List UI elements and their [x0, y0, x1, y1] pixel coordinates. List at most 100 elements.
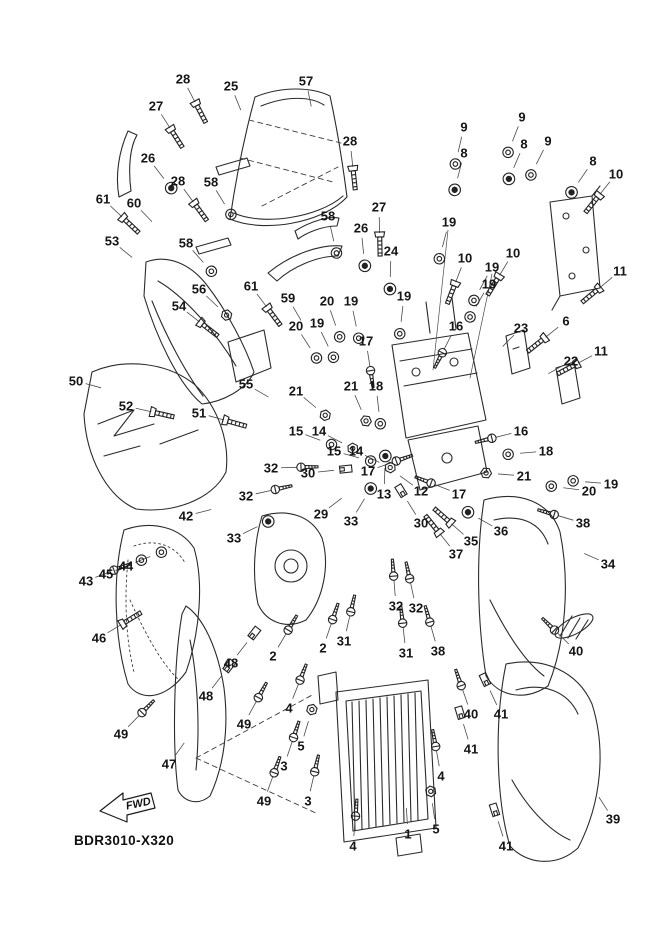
bolt-icon: [221, 414, 249, 432]
leader-line: [430, 625, 436, 642]
leader-line: [303, 720, 309, 737]
leader-line: [292, 683, 299, 699]
screw-icon: [296, 462, 319, 473]
nut-icon: [317, 407, 333, 423]
construction-lines: [195, 693, 319, 815]
leader-line: [478, 517, 493, 527]
washer-icon: [501, 448, 515, 461]
leader-line: [317, 469, 334, 473]
grommet-icon: [459, 503, 477, 521]
front-cowl: [83, 363, 228, 511]
leader-line: [277, 633, 287, 648]
leader-line: [320, 331, 329, 347]
trim-strip-1: [215, 157, 251, 176]
leader-line: [119, 247, 133, 258]
upper-cowl: [143, 258, 255, 405]
leader-line: [234, 95, 242, 111]
leader-line: [267, 776, 274, 792]
leader-line: [254, 388, 269, 398]
bolt-icon: [195, 316, 222, 341]
washer-icon: [500, 145, 516, 160]
screw-icon: [390, 450, 415, 467]
leader-line: [192, 250, 204, 263]
leader-line: [498, 473, 515, 476]
parts-layer: [83, 88, 601, 862]
leader-line: [208, 415, 225, 421]
leader-line: [557, 515, 574, 521]
leader-line: [599, 277, 613, 288]
washer-icon: [325, 349, 341, 365]
bolt-icon: [148, 406, 176, 423]
leader-line: [499, 261, 509, 276]
leader-line: [393, 580, 396, 597]
leader-line: [410, 582, 415, 599]
leader-line: [455, 267, 462, 283]
windshield-inner-line: [233, 97, 344, 220]
washer-icon: [393, 327, 407, 341]
leader-line: [329, 310, 337, 326]
grommet-icon: [362, 480, 380, 498]
screw-icon: [473, 432, 498, 448]
diagram-code: BDR3010-X320: [74, 833, 175, 848]
screw-icon: [287, 719, 304, 744]
bolt-icon: [189, 98, 211, 126]
bolt-icon: [442, 278, 462, 307]
trim-strip-2: [294, 217, 340, 240]
leader-line: [402, 627, 406, 644]
leader-line: [585, 481, 602, 484]
leader-line: [367, 350, 371, 367]
clip-icon: [488, 802, 501, 818]
leader-line: [301, 334, 311, 349]
leader-line: [307, 90, 312, 107]
leader-layer: [85, 87, 613, 837]
leader-line: [325, 623, 332, 639]
bracket-23: [505, 329, 531, 375]
leader-line: [405, 808, 408, 825]
leader-line: [286, 741, 293, 757]
lower-cowl-right: [497, 661, 601, 862]
leader-line: [305, 434, 321, 441]
radiator-stay-bottom: [395, 833, 423, 857]
screw-icon: [135, 696, 158, 720]
leader-line: [563, 487, 580, 491]
leader-line: [535, 149, 544, 165]
leader-line: [345, 615, 351, 632]
nut-icon: [382, 460, 398, 475]
leader-line: [256, 293, 267, 308]
leader-line: [329, 225, 335, 242]
leader-line: [135, 407, 152, 413]
leader-line: [353, 820, 356, 837]
leader-line: [354, 395, 362, 411]
grille-slats: [351, 692, 419, 831]
leader-line: [355, 498, 365, 513]
inner-panel-left: [115, 524, 201, 697]
vent-grille: [554, 613, 594, 640]
clip-icon: [394, 483, 408, 499]
leader-line: [153, 165, 165, 179]
leader-line: [489, 690, 498, 706]
leader-line: [520, 451, 537, 454]
fwd-arrow-shape: [99, 792, 156, 823]
leader-line: [383, 468, 386, 485]
upper-cowl-lines: [151, 280, 237, 397]
leader-line: [584, 553, 600, 561]
leader-line: [292, 306, 302, 321]
leader-line: [441, 231, 447, 248]
leader-line: [109, 205, 123, 218]
windshield: [229, 88, 348, 227]
bolt-icon: [117, 607, 145, 630]
side-deflector-left: [116, 130, 138, 198]
center-garnish: [267, 245, 343, 282]
leader-line: [434, 484, 450, 491]
bolt-icon: [347, 164, 361, 191]
leader-line: [577, 355, 593, 364]
leader-line: [350, 150, 354, 167]
clip-icon: [338, 464, 353, 474]
meter-visor: [227, 329, 272, 383]
washer-icon: [308, 350, 325, 366]
screw-icon: [451, 667, 468, 692]
screw-icon: [396, 605, 408, 629]
washer-icon: [544, 479, 558, 493]
